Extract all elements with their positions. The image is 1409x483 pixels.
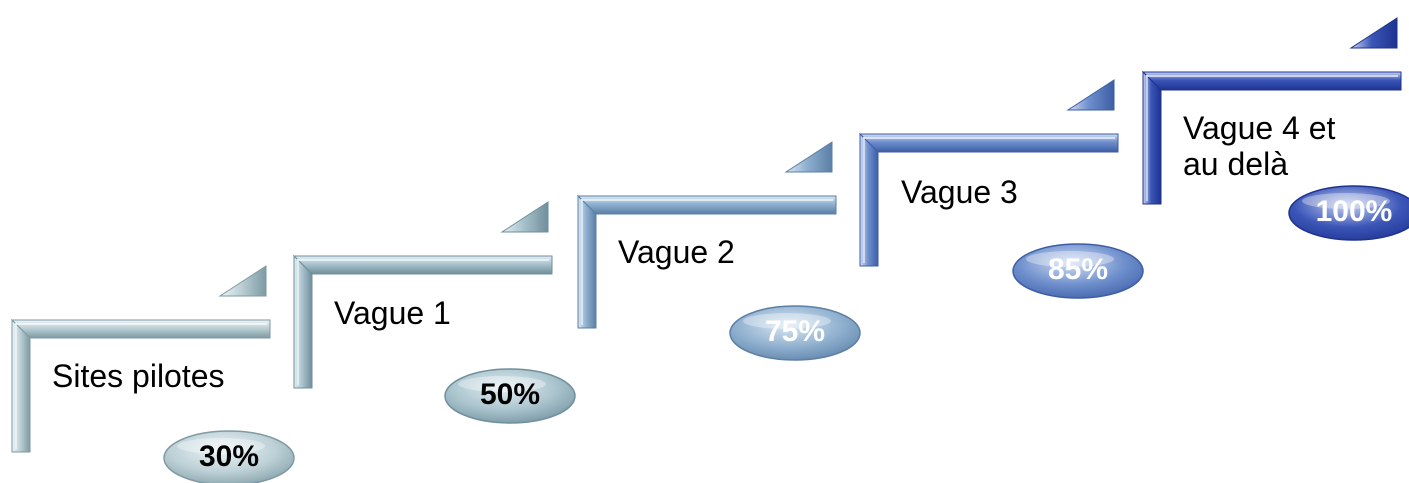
step-percentage-5: 100% bbox=[1315, 195, 1393, 228]
step-percentage-2: 50% bbox=[479, 378, 541, 411]
percentage-badge bbox=[1288, 185, 1409, 241]
step-label-1: Sites pilotes bbox=[52, 358, 225, 394]
step-percentage-1: 30% bbox=[198, 440, 260, 473]
step-riser bbox=[293, 254, 313, 389]
percentage-badge bbox=[729, 305, 861, 361]
step-tread bbox=[1141, 71, 1402, 91]
step-label-2: Vague 1 bbox=[334, 295, 451, 331]
percentage-badge bbox=[1012, 243, 1144, 299]
stair-step-5 bbox=[1141, 17, 1409, 241]
step-riser bbox=[577, 194, 597, 329]
step-tread bbox=[576, 195, 837, 215]
step-percentage-4: 85% bbox=[1047, 253, 1109, 286]
stair-step-1 bbox=[10, 265, 295, 483]
step-label-3: Vague 2 bbox=[618, 234, 735, 270]
step-percentage-3: 75% bbox=[764, 315, 826, 348]
step-corner-triangle bbox=[218, 265, 267, 297]
step-label-4: Vague 3 bbox=[901, 174, 1018, 210]
percentage-badge bbox=[444, 368, 576, 424]
step-corner-triangle bbox=[1349, 17, 1398, 49]
step-corner-triangle bbox=[1066, 79, 1115, 111]
step-riser bbox=[859, 132, 879, 267]
step-riser bbox=[11, 318, 31, 453]
step-tread bbox=[858, 133, 1119, 153]
stair-step-4 bbox=[858, 79, 1144, 299]
step-tread bbox=[292, 255, 553, 275]
step-corner-triangle bbox=[500, 201, 549, 233]
step-riser bbox=[1142, 70, 1162, 205]
step-label-5: Vague 4 et au delà bbox=[1183, 110, 1336, 182]
stair-step-2 bbox=[292, 201, 576, 424]
percentage-badge bbox=[163, 430, 295, 483]
step-tread bbox=[10, 319, 271, 339]
stair-step-3 bbox=[576, 141, 861, 361]
step-corner-triangle bbox=[784, 141, 833, 173]
